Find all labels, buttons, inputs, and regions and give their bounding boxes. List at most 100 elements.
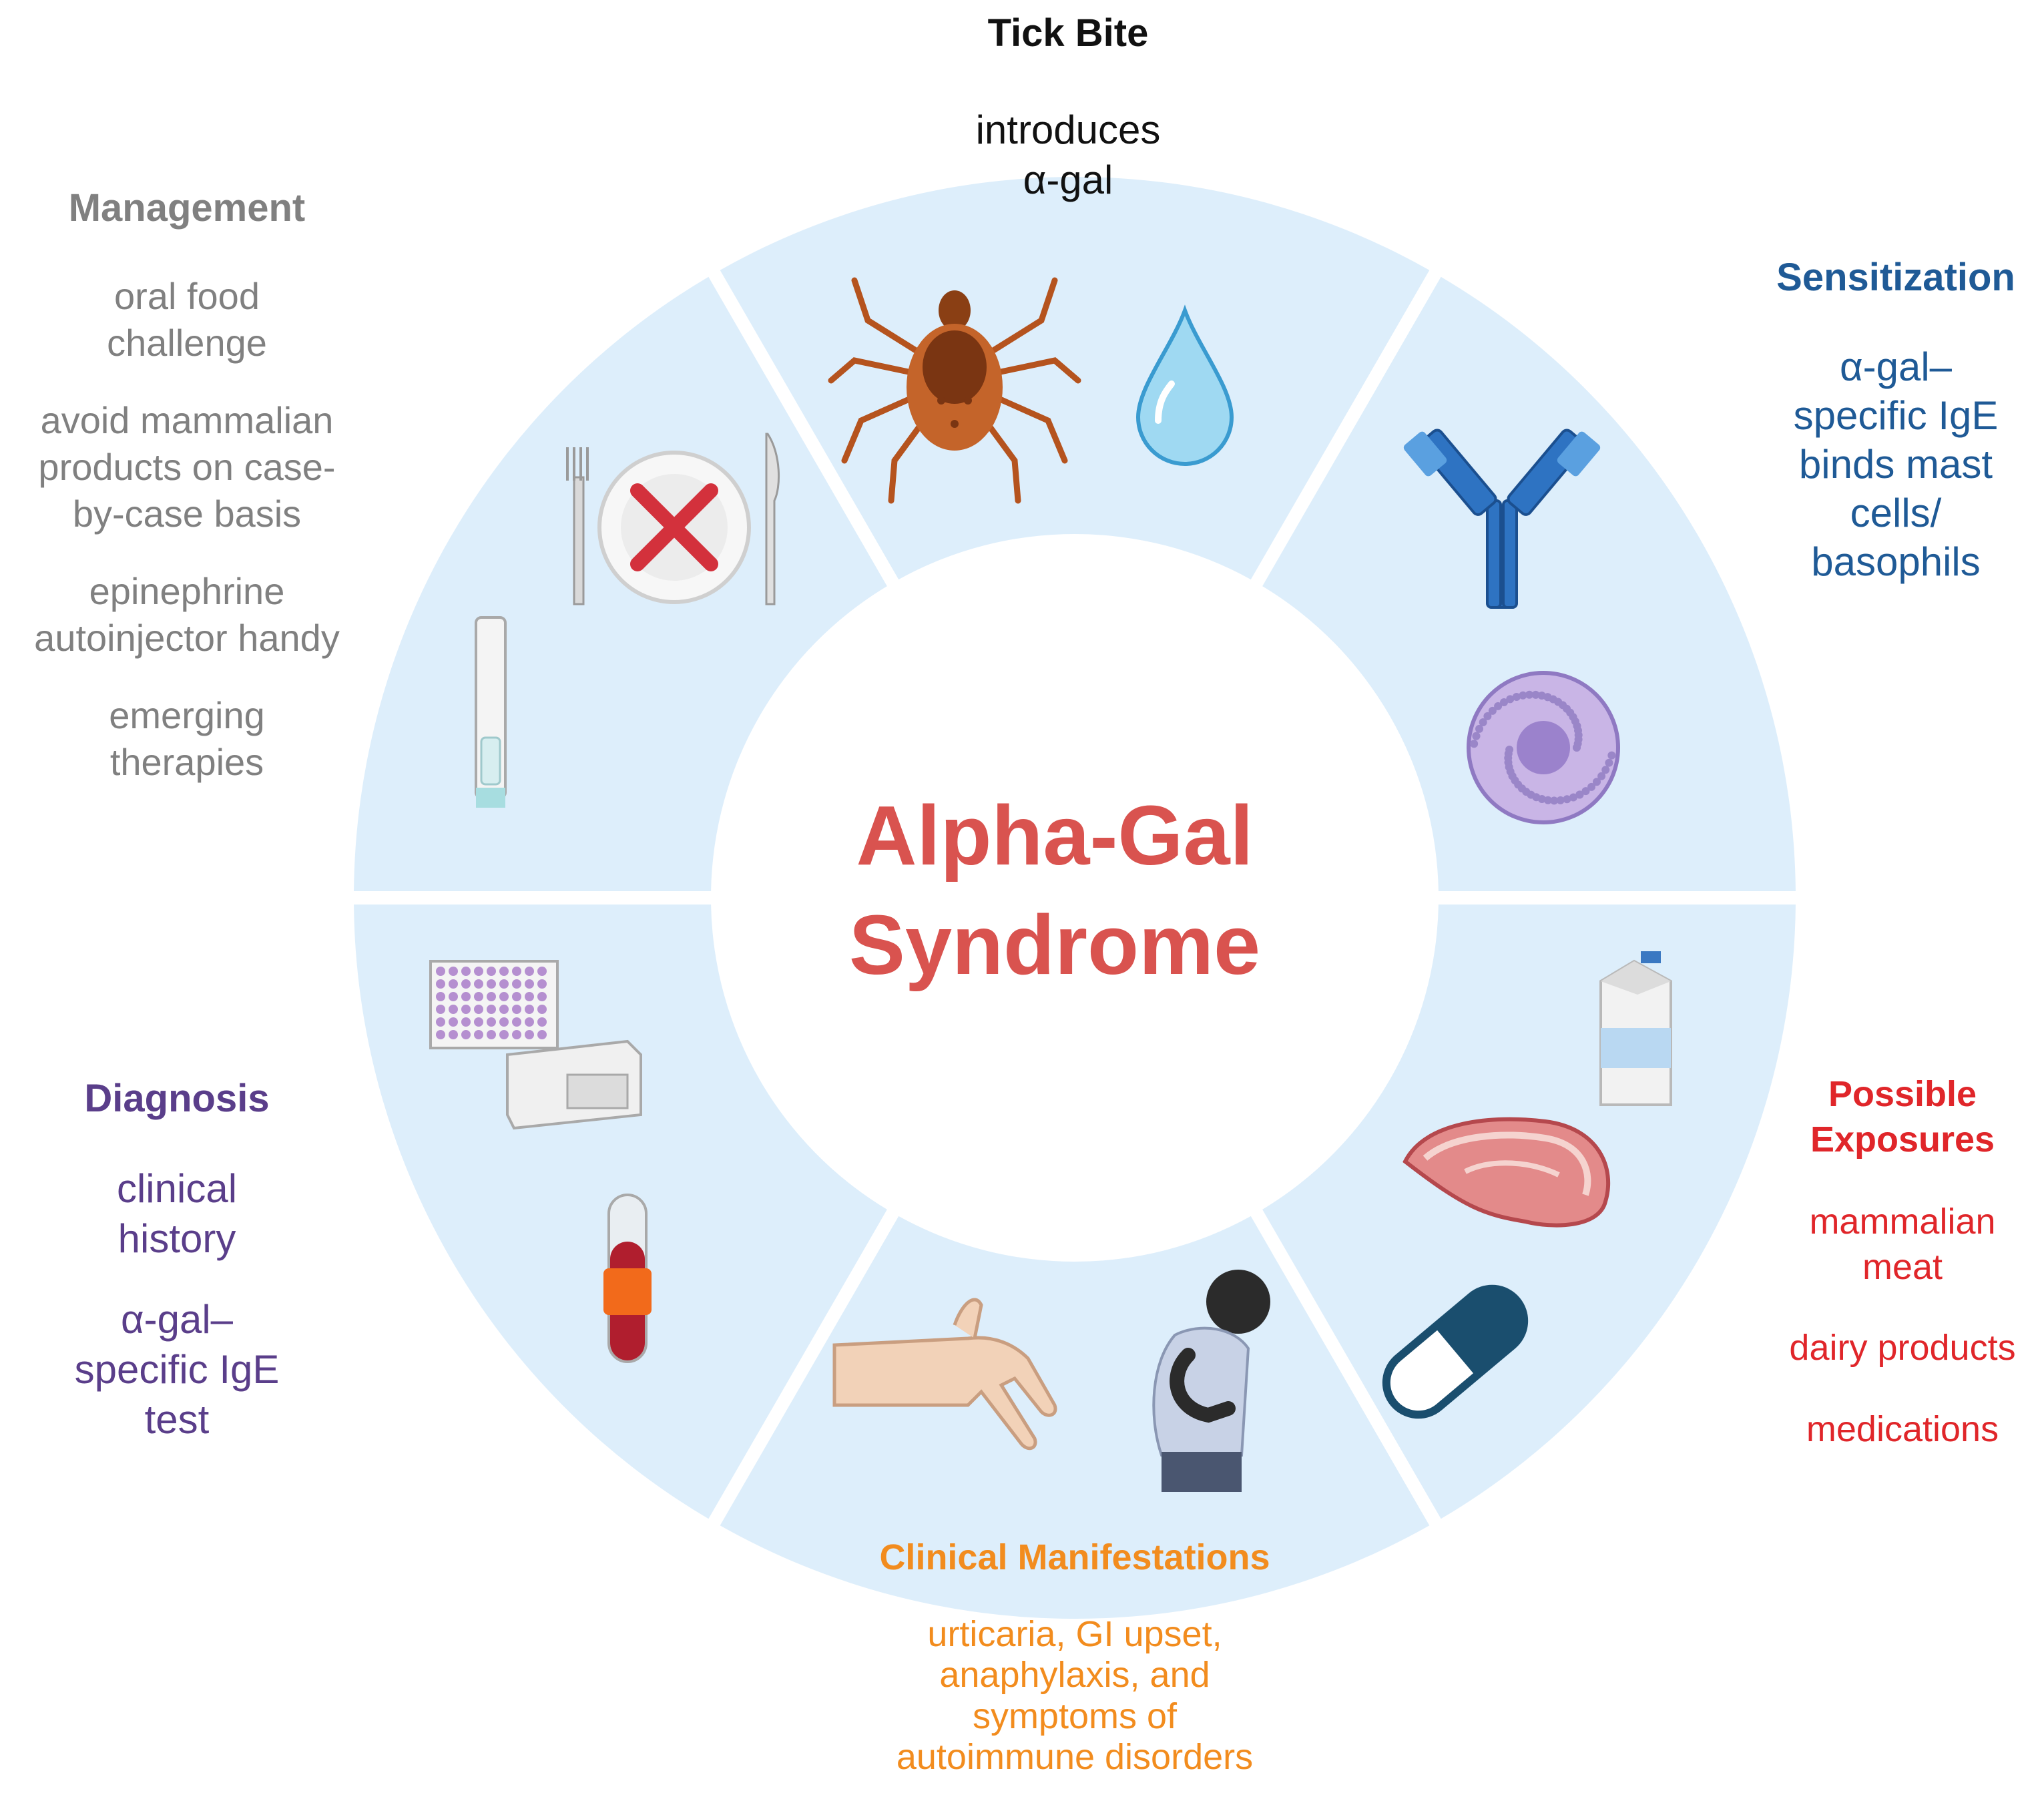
granule — [1566, 708, 1575, 717]
plate-well — [512, 1030, 521, 1039]
plate-well — [474, 992, 483, 1001]
plate-well — [449, 1017, 458, 1027]
plate-well — [461, 1030, 471, 1039]
management-item: epinephrine autoinjector handy — [13, 568, 360, 662]
plate-well — [537, 1017, 547, 1027]
plate-well — [499, 1005, 509, 1014]
granule — [1543, 796, 1552, 804]
plate-well — [525, 1005, 534, 1014]
plate-well — [499, 992, 509, 1001]
no-food-plate-icon — [566, 433, 780, 605]
granule — [1483, 712, 1492, 720]
granule — [1574, 731, 1583, 740]
diagnosis-item: clinical history — [20, 1164, 334, 1264]
granule — [1543, 693, 1552, 702]
granule — [1554, 698, 1563, 706]
milk-carton-icon — [1599, 951, 1672, 1106]
item-line: specific IgE — [74, 1346, 280, 1392]
granule — [1597, 772, 1606, 780]
granule — [1605, 758, 1613, 767]
item-line: challenge — [107, 321, 267, 364]
plate-well — [449, 1030, 458, 1039]
granule — [1519, 691, 1527, 700]
granule — [1472, 732, 1481, 740]
plate-well — [436, 967, 445, 976]
plate-well — [525, 967, 534, 976]
possible-exposures-item: dairy products — [1762, 1326, 2043, 1371]
management-text: Management oral food challenge avoid mam… — [13, 184, 360, 816]
granule — [1488, 706, 1497, 715]
scratching-hand-icon — [832, 1298, 1057, 1451]
item-line: basophils — [1811, 539, 1981, 585]
stomach-pain-person-icon — [1152, 1270, 1270, 1492]
plate-well — [474, 979, 483, 989]
item-line: α-gal — [1023, 157, 1113, 202]
plate-well — [449, 992, 458, 1001]
item-line: oral food — [114, 274, 260, 317]
center-title-line: Alpha-Gal — [856, 788, 1254, 882]
item-line: autoimmune disorders — [896, 1737, 1254, 1778]
plate-well — [461, 992, 471, 1001]
plate-well — [499, 979, 509, 989]
item-line: clinical — [116, 1166, 238, 1211]
management-heading: Management — [68, 186, 306, 230]
plate-well — [461, 1005, 471, 1014]
plate-well — [436, 1017, 445, 1027]
diagnosis-heading: Diagnosis — [84, 1077, 270, 1120]
granule — [1573, 743, 1581, 752]
granule — [1479, 718, 1487, 726]
item-line: test — [144, 1396, 210, 1442]
item-line: medications — [1806, 1408, 1999, 1449]
plate-well — [487, 1017, 496, 1027]
plate-well — [449, 1005, 458, 1014]
possible-exposures-item: medications — [1762, 1407, 2043, 1453]
plate-well — [537, 967, 547, 976]
plate-well — [499, 967, 509, 976]
granule — [1556, 796, 1565, 804]
heading-line: Possible — [1828, 1074, 1977, 1114]
granule — [1525, 690, 1534, 699]
item-line: therapies — [109, 740, 264, 783]
plate-well — [537, 1030, 547, 1039]
granule — [1506, 695, 1515, 704]
possible-exposures-item: mammalian meat — [1762, 1200, 2043, 1290]
plate-well — [487, 979, 496, 989]
plate-well — [461, 979, 471, 989]
plate-well — [537, 979, 547, 989]
granule — [1601, 766, 1610, 774]
item-line: specific IgE — [1793, 393, 1999, 438]
tick-bite-heading: Tick Bite — [987, 11, 1149, 55]
granule — [1563, 795, 1571, 804]
plate-well — [487, 1030, 496, 1039]
granule — [1569, 793, 1577, 802]
management-item: oral food challenge — [13, 273, 360, 366]
capsule-pill-icon — [1382, 1284, 1529, 1419]
plate-well — [512, 992, 521, 1001]
segment-sensitization — [1262, 276, 1796, 892]
diagnosis-text: Diagnosis clinical history α-gal– specif… — [20, 1075, 334, 1475]
item-line: anaphylaxis, and — [939, 1655, 1210, 1696]
heading-line: Exposures — [1810, 1119, 1995, 1159]
granule — [1607, 751, 1616, 760]
granule — [1504, 750, 1513, 758]
plate-well — [449, 979, 458, 989]
granule — [1475, 724, 1484, 733]
granule — [1508, 772, 1517, 780]
plate-well — [461, 967, 471, 976]
item-line: dairy products — [1789, 1328, 2016, 1368]
plate-well — [474, 1005, 483, 1014]
clinical-manifestations-item: urticaria, GI upset, anaphylaxis, and sy… — [834, 1614, 1315, 1778]
granule — [1470, 740, 1479, 748]
plate-well — [474, 1030, 483, 1039]
center-title-line: Syndrome — [848, 897, 1261, 992]
plate-well — [512, 1017, 521, 1027]
plate-well — [537, 1005, 547, 1014]
granule — [1517, 784, 1526, 793]
plate-well — [487, 967, 496, 976]
item-line: cells/ — [1850, 491, 1942, 536]
plate-well — [512, 979, 521, 989]
blood-tube-icon — [603, 1194, 652, 1363]
plate-well — [487, 992, 496, 1001]
plate-well — [461, 1017, 471, 1027]
